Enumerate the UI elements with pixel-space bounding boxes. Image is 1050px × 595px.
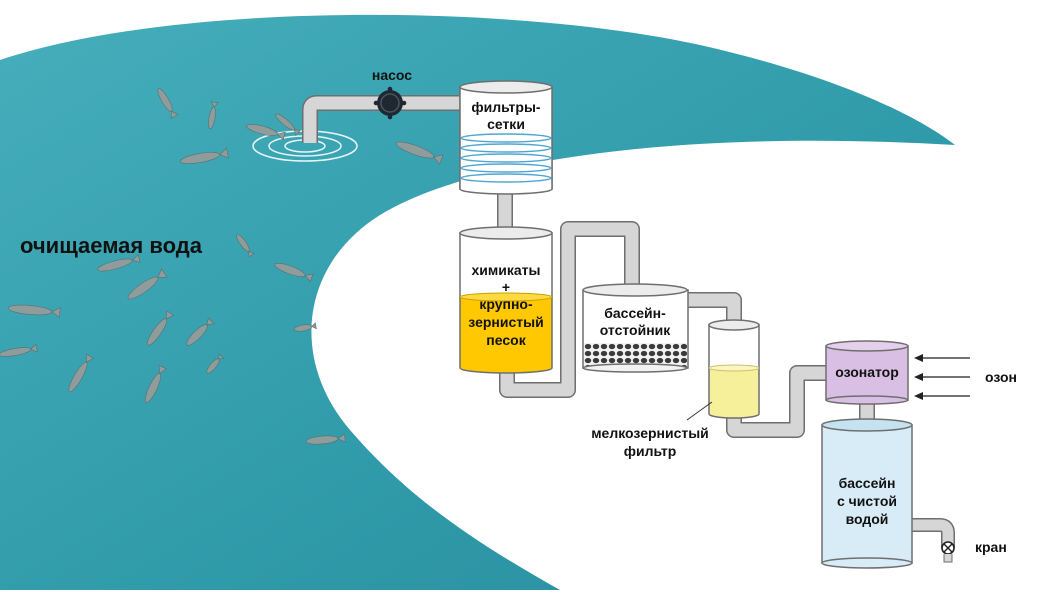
sand-label-3: крупно- — [479, 296, 533, 312]
fish — [179, 147, 229, 164]
fish — [395, 141, 444, 165]
ozone-arrows — [914, 354, 970, 400]
clean-pool-label-2: с чистой — [837, 493, 897, 509]
settling-label-2: отстойник — [600, 322, 672, 338]
fish — [146, 310, 175, 346]
fish-group — [0, 88, 444, 445]
sand-label-2: + — [502, 279, 510, 295]
fish — [236, 234, 255, 258]
sand-filter-tank: химикаты + крупно- зернистый песок — [459, 226, 553, 374]
clean-water-pool: бассейн с чистой водой — [821, 418, 913, 569]
fish — [275, 113, 301, 137]
mesh-filter-label-1: фильтры- — [471, 99, 540, 115]
sand-label-5: песок — [486, 332, 526, 348]
tap-valve-icon — [941, 541, 955, 563]
fine-filter-leader — [686, 401, 713, 421]
pump-label: насос — [372, 67, 412, 83]
fish — [274, 263, 314, 283]
pipes — [302, 95, 955, 548]
ozone-label: озон — [985, 369, 1017, 385]
clean-pool-label-1: бассейн — [839, 475, 896, 491]
fish — [208, 101, 219, 130]
fine-filter-label-1: мелкозернистый — [591, 425, 709, 441]
fish — [0, 343, 38, 357]
fish — [145, 364, 167, 403]
fish — [246, 124, 286, 141]
tap-label: кран — [975, 539, 1007, 555]
mesh-filter-label-2: сетки — [487, 116, 525, 132]
fish — [97, 254, 141, 272]
clean-pool-label-3: водой — [846, 511, 889, 527]
fine-filter — [708, 319, 760, 419]
fish — [7, 304, 61, 319]
ozonator-label: озонатор — [835, 364, 899, 380]
fish — [293, 322, 317, 332]
settling-tank: бассейн- отстойник — [582, 283, 689, 373]
sand-label-4: зернистый — [468, 314, 543, 330]
mesh-lines — [460, 133, 552, 183]
fine-filter-label-2: фильтр — [624, 443, 677, 459]
mesh-filter-tank: фильтры- сетки — [459, 80, 553, 195]
pump — [373, 86, 407, 120]
settling-label-1: бассейн- — [604, 305, 666, 321]
fish — [186, 317, 215, 346]
fish — [206, 353, 225, 374]
sand-label-1: химикаты — [472, 262, 541, 278]
fish — [157, 88, 179, 119]
fish — [305, 433, 346, 445]
water-label: очищаемая вода — [20, 233, 203, 258]
water-body — [0, 14, 955, 591]
ozonator: озонатор — [825, 340, 909, 405]
fish — [68, 353, 95, 393]
fish — [127, 268, 168, 300]
